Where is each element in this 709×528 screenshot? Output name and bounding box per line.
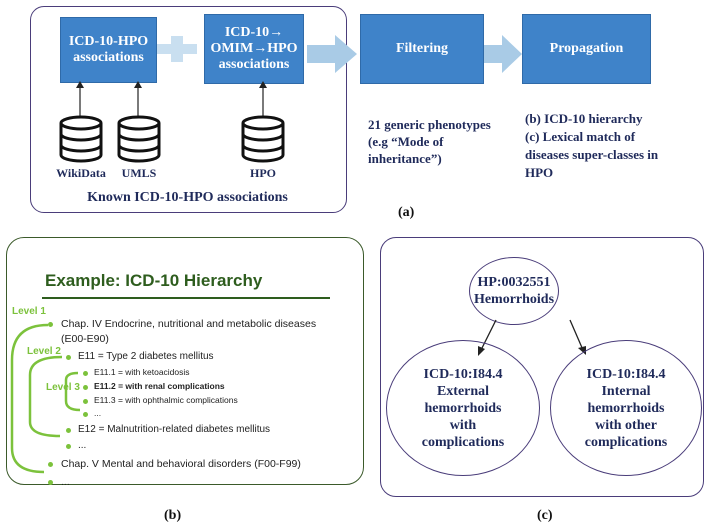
icd10-omim-hpo-associations-box: ICD-10→ OMIM→HPO associations bbox=[204, 14, 304, 84]
hpo-label: HPO bbox=[250, 166, 276, 180]
bullet-icon bbox=[66, 355, 71, 360]
database-icon bbox=[117, 115, 161, 163]
filtering-note: 21 generic phenotypes (e.g “Mode of inhe… bbox=[368, 116, 491, 167]
node-line: ICD-10:I84.4 bbox=[586, 366, 666, 382]
level-2-label: Level 2 bbox=[27, 346, 61, 357]
level-3-label: Level 3 bbox=[46, 382, 80, 393]
database-icon bbox=[241, 115, 285, 163]
e11-3-line: E11.3 = with ophthalmic complications bbox=[94, 395, 238, 405]
e12-line: E12 = Malnutrition-related diabetes mell… bbox=[78, 424, 271, 435]
bullet-icon bbox=[83, 371, 88, 376]
e11-1-line: E11.1 = with ketoacidosis bbox=[94, 367, 190, 377]
known-associations-caption: Known ICD-10-HPO associations bbox=[87, 190, 288, 205]
panel-c-frame bbox=[380, 237, 704, 497]
node-line: Internal bbox=[601, 383, 651, 399]
wikidata-label: WikiData bbox=[56, 166, 106, 180]
bullet-icon bbox=[48, 322, 53, 327]
node-line: hemorrhoids bbox=[424, 400, 502, 416]
note-line: (e.g “Mode of bbox=[368, 134, 444, 149]
panel-c-label: (c) bbox=[537, 508, 553, 523]
bullet-icon bbox=[83, 399, 88, 404]
node-line: HP:0032551 bbox=[477, 275, 551, 290]
arrow-right-icon bbox=[307, 35, 357, 73]
level3-ellipsis: ... bbox=[94, 408, 102, 418]
bullet-icon bbox=[48, 462, 53, 467]
level2-ellipsis: ... bbox=[78, 440, 87, 451]
level-1-label: Level 1 bbox=[12, 306, 46, 317]
title-underline bbox=[42, 297, 330, 299]
note-line: diseases super-classes in bbox=[525, 147, 659, 162]
box-label: Filtering bbox=[395, 40, 449, 56]
panel-b-frame bbox=[6, 237, 364, 485]
panel-b-label: (b) bbox=[164, 508, 182, 523]
source-arrows bbox=[76, 81, 267, 120]
node-line: complications bbox=[421, 434, 505, 450]
database-icon bbox=[59, 115, 103, 163]
note-line: (b) ICD-10 hierarchy bbox=[525, 111, 643, 126]
note-line: 21 generic phenotypes bbox=[368, 117, 491, 132]
chapter-v-line: Chap. V Mental and behavioral disorders … bbox=[61, 458, 301, 470]
chapter-iv-range: (E00-E90) bbox=[61, 333, 109, 345]
note-line: inheritance”) bbox=[368, 151, 442, 166]
box-label: ICD-10→ OMIM→HPO associations bbox=[210, 24, 298, 73]
internal-hemorrhoids-node: ICD-10:I84.4 Internal hemorrhoids with o… bbox=[550, 340, 702, 476]
box-label: ICD-10-HPO associations bbox=[68, 33, 149, 65]
node-line: with bbox=[449, 417, 477, 433]
bullet-icon bbox=[66, 428, 71, 433]
node-line: hemorrhoids bbox=[587, 400, 665, 416]
node-line: with other bbox=[595, 417, 657, 433]
arrow-right-icon bbox=[484, 35, 522, 73]
level1-ellipsis: ... bbox=[61, 476, 70, 488]
note-line: (c) Lexical match of bbox=[525, 129, 636, 144]
node-line: Hemorrhoids bbox=[473, 292, 555, 307]
box-label: Propagation bbox=[549, 40, 624, 56]
hierarchy-brackets bbox=[10, 323, 81, 474]
bullet-icon bbox=[66, 444, 71, 449]
bullet-icon bbox=[83, 385, 88, 390]
hpo-term-node: HP:0032551 Hemorrhoids bbox=[469, 257, 559, 325]
panel-a-label: (a) bbox=[398, 205, 415, 220]
propagation-note: (b) ICD-10 hierarchy (c) Lexical match o… bbox=[525, 110, 658, 182]
bullet-icon bbox=[83, 412, 88, 417]
e11-line: E11 = Type 2 diabetes mellitus bbox=[78, 351, 214, 362]
icd10-hpo-associations-box: ICD-10-HPO associations bbox=[60, 17, 157, 83]
chapter-iv-line: Chap. IV Endocrine, nutritional and meta… bbox=[61, 318, 317, 330]
umls-label: UMLS bbox=[121, 166, 157, 180]
node-line: ICD-10:I84.4 bbox=[423, 366, 503, 382]
node-line: External bbox=[436, 383, 490, 399]
note-line: HPO bbox=[525, 165, 554, 180]
e11-2-line: E11.2 = with renal complications bbox=[94, 381, 225, 391]
plus-connector-icon bbox=[157, 36, 197, 62]
external-hemorrhoids-node: ICD-10:I84.4 External hemorrhoids with c… bbox=[386, 340, 540, 476]
filtering-box: Filtering bbox=[360, 14, 484, 84]
node-line: complications bbox=[584, 434, 668, 450]
propagation-box: Propagation bbox=[522, 14, 651, 84]
bullet-icon bbox=[48, 480, 53, 485]
hierarchy-title: Example: ICD-10 Hierarchy bbox=[45, 271, 263, 290]
panel-a-frame bbox=[30, 6, 347, 213]
